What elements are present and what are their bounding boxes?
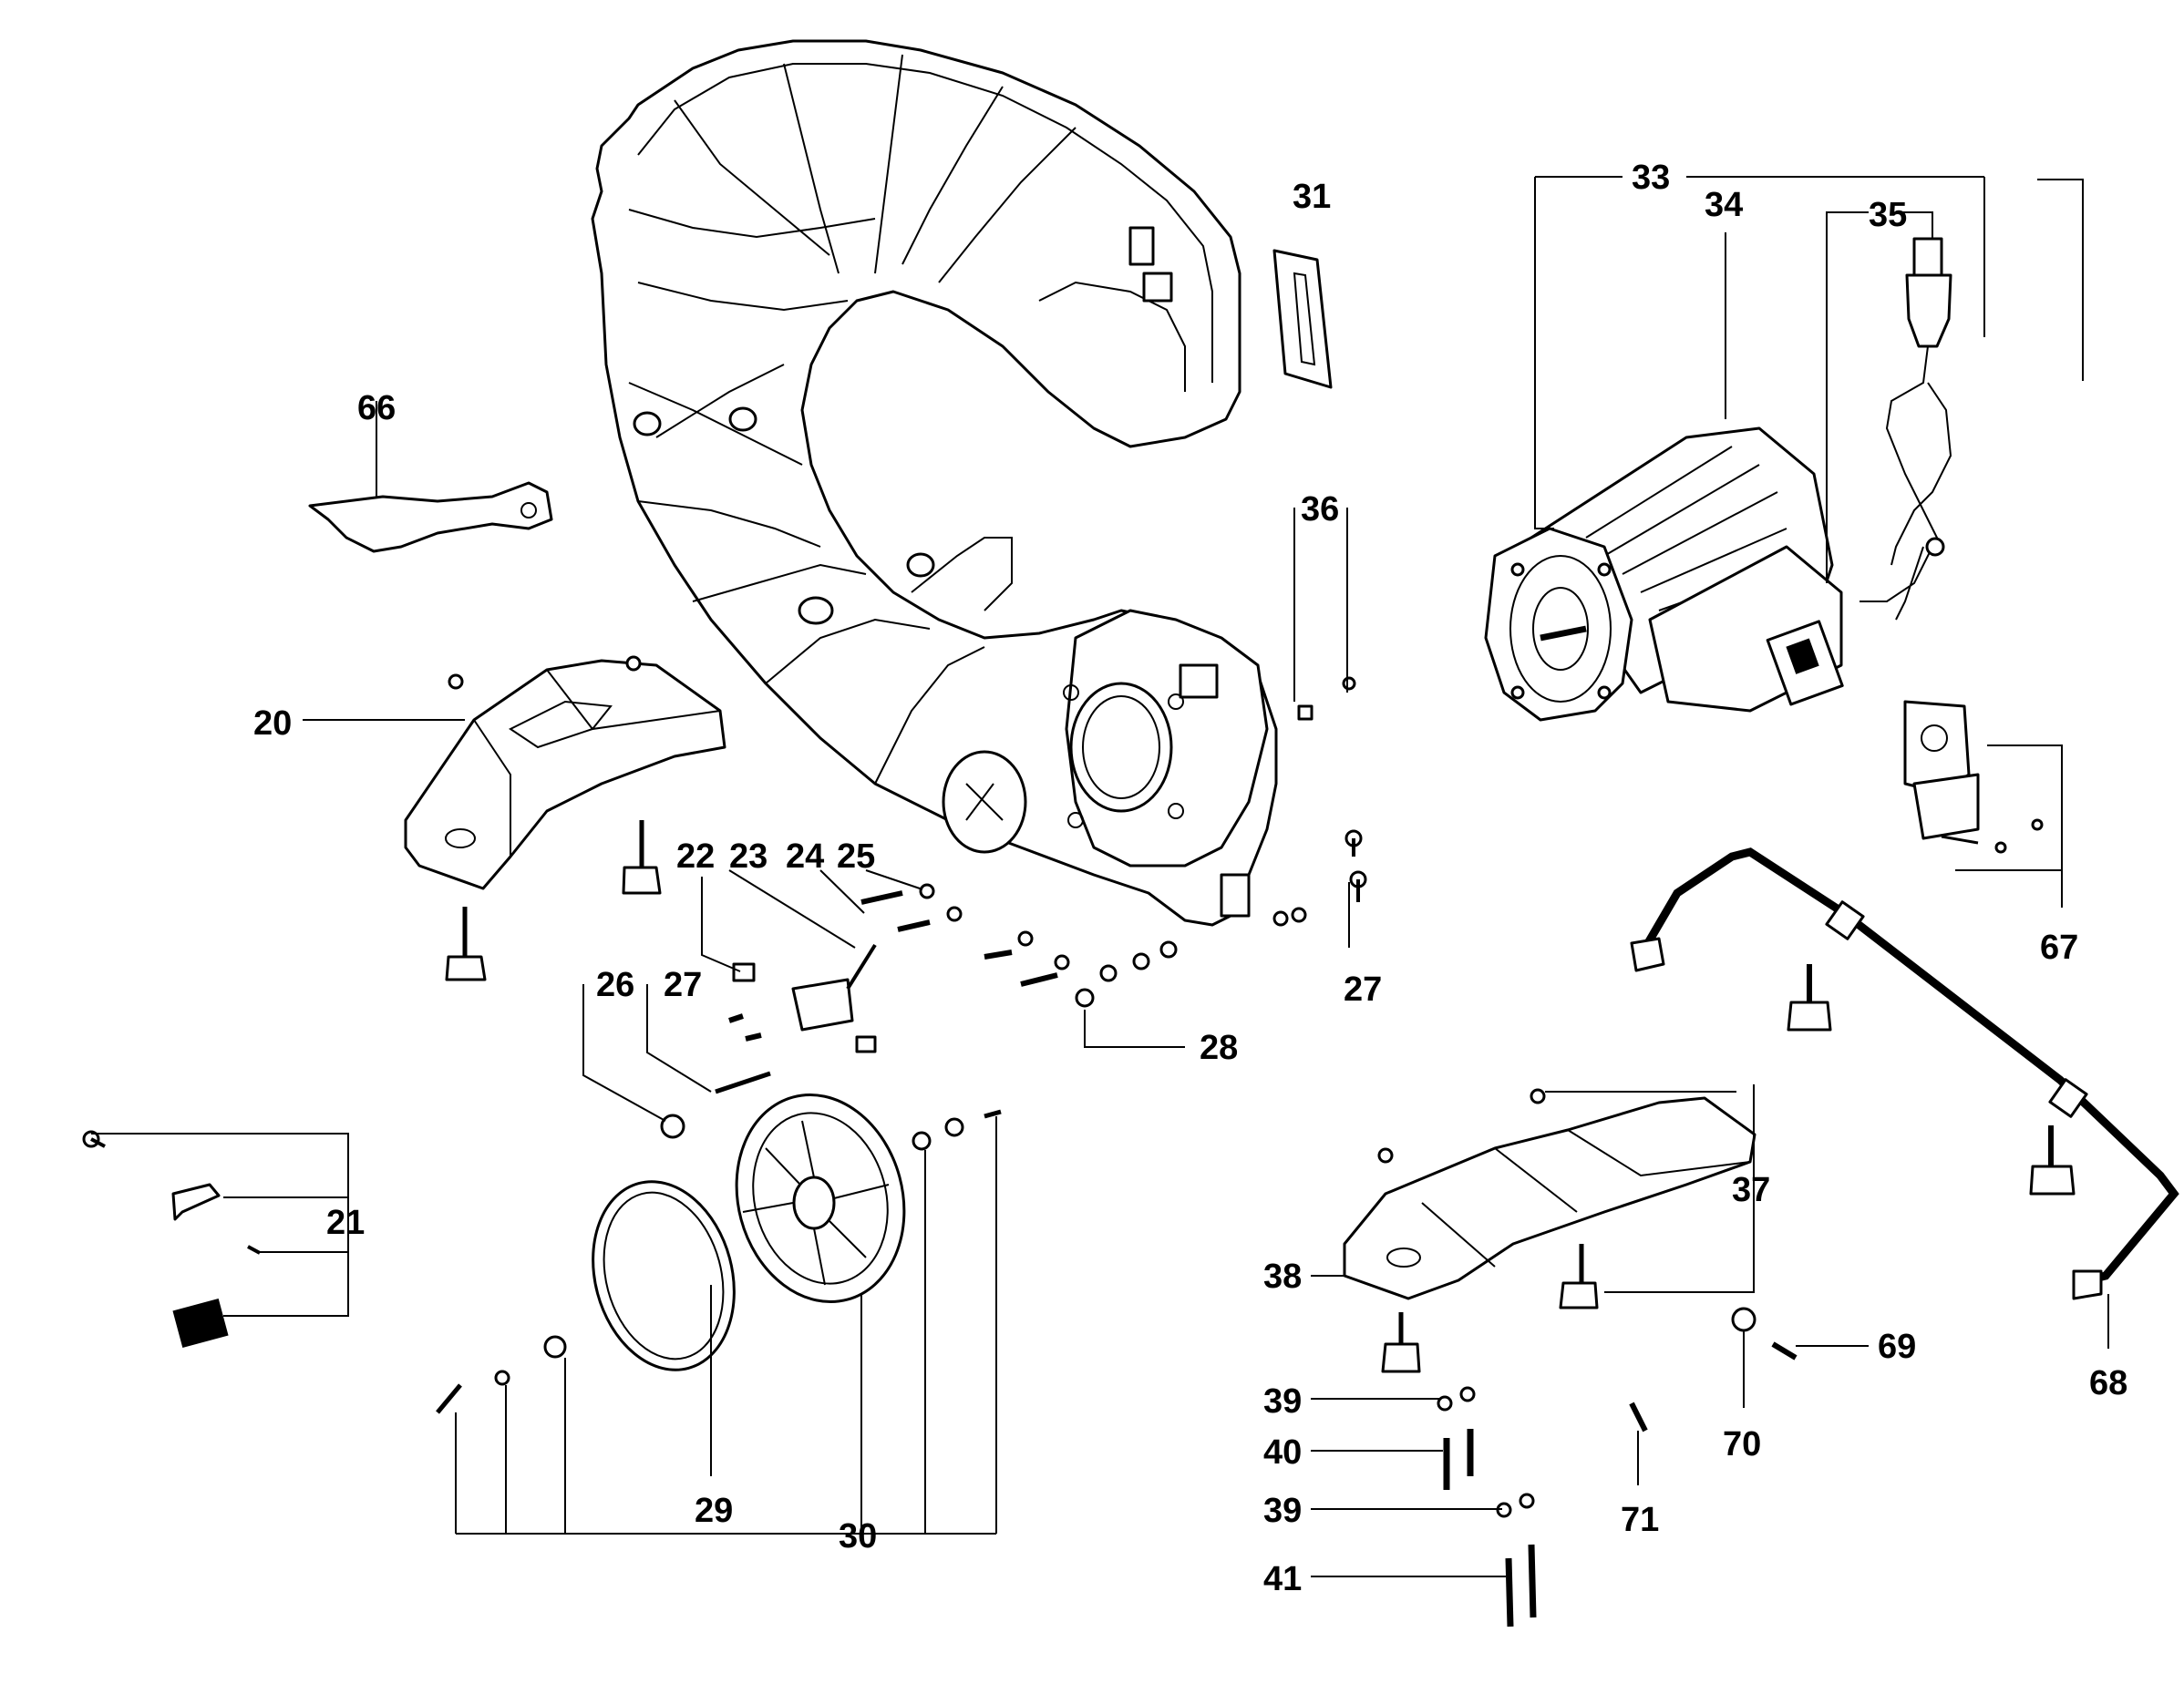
callout-67: 67 xyxy=(2040,929,2078,967)
switch-67 xyxy=(1903,700,2044,854)
callout-34: 34 xyxy=(1705,186,1743,224)
callout-66: 66 xyxy=(357,389,396,427)
callout-26: 26 xyxy=(596,966,634,1004)
callout-29: 29 xyxy=(695,1492,733,1530)
callout-41: 41 xyxy=(1263,1560,1302,1598)
callout-20: 20 xyxy=(253,704,292,743)
callout-71: 71 xyxy=(1621,1501,1659,1539)
callout-22: 22 xyxy=(676,837,715,876)
callout-37: 37 xyxy=(1732,1171,1770,1209)
callout-21: 21 xyxy=(326,1204,365,1242)
foot-20 xyxy=(404,655,726,890)
leader-lines xyxy=(91,176,2109,1577)
callout-33: 33 xyxy=(1632,159,1670,197)
parts-21 xyxy=(82,1130,261,1349)
motor-34 xyxy=(1484,426,1844,722)
callout-38: 38 xyxy=(1263,1258,1302,1296)
pulley-30 xyxy=(436,1094,1002,1414)
callout-68: 68 xyxy=(2089,1364,2127,1402)
hardware-22-28 xyxy=(660,676,1367,1139)
callout-27-left: 27 xyxy=(664,966,702,1004)
main-housing xyxy=(591,39,1278,927)
callout-40: 40 xyxy=(1263,1433,1302,1472)
screws-39-41 xyxy=(1437,1386,1537,1628)
cable-bar-68 xyxy=(1630,847,2179,1300)
parts-69-71 xyxy=(1629,1307,1798,1432)
callout-30: 30 xyxy=(839,1517,877,1556)
callout-27-right: 27 xyxy=(1344,970,1382,1009)
callout-39-upper: 39 xyxy=(1263,1382,1302,1421)
callout-39-lower: 39 xyxy=(1263,1492,1302,1530)
lever-66 xyxy=(308,481,553,553)
callout-35: 35 xyxy=(1869,196,1907,234)
belt-29 xyxy=(592,1180,736,1371)
callout-23: 23 xyxy=(729,837,767,876)
callout-24: 24 xyxy=(786,837,824,876)
foot-38 xyxy=(1343,1088,1756,1373)
plug-cord-35 xyxy=(1859,237,1952,621)
callout-28: 28 xyxy=(1200,1029,1238,1067)
callout-labels: 20 21 22 23 24 25 26 27 27 28 29 30 31 3… xyxy=(253,159,2127,1598)
callout-69: 69 xyxy=(1878,1328,1916,1366)
foot-screws-left xyxy=(445,820,662,981)
callout-31: 31 xyxy=(1293,178,1331,216)
callout-70: 70 xyxy=(1723,1425,1761,1463)
window-plate-31 xyxy=(1272,249,1333,389)
callout-25: 25 xyxy=(837,837,875,876)
callout-36: 36 xyxy=(1301,490,1339,529)
